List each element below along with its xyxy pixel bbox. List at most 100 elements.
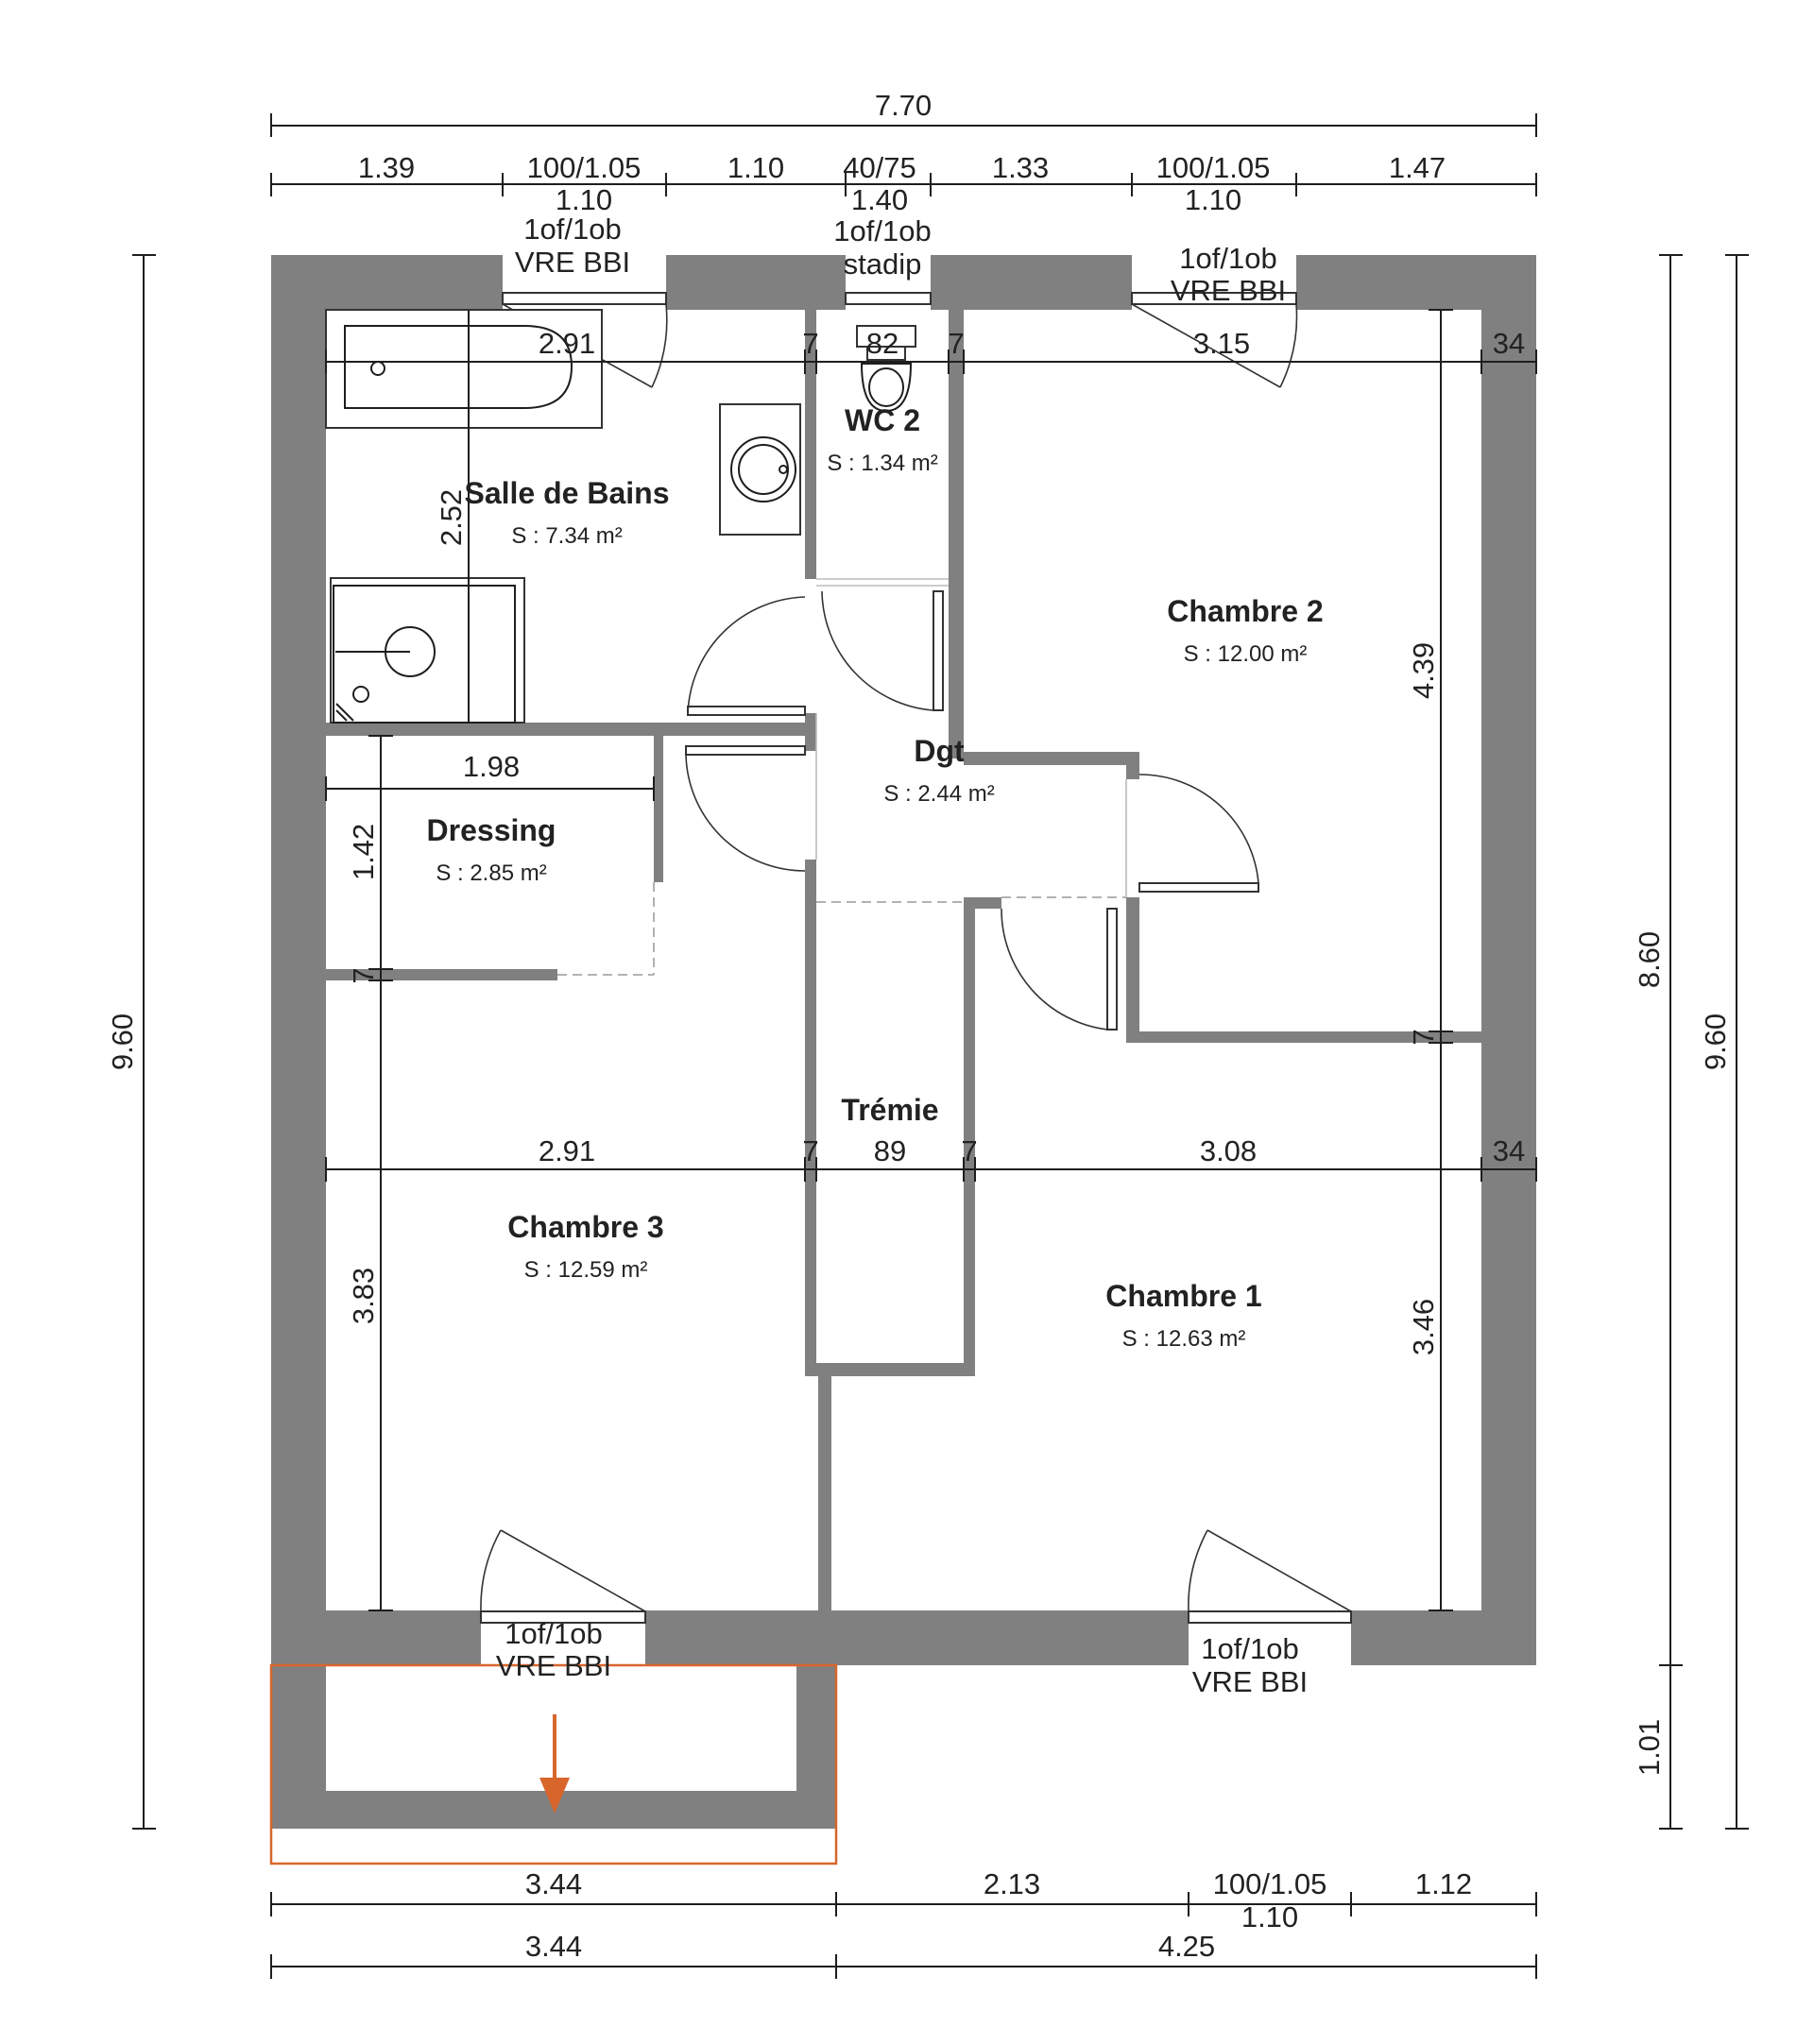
dim-row1-5: 3.15 bbox=[1193, 327, 1250, 360]
dim-right-inner: 8.60 bbox=[1633, 931, 1666, 988]
room-chambre1-name: Chambre 1 bbox=[1105, 1279, 1261, 1313]
wall-ch2-lower-top bbox=[964, 752, 1139, 765]
wall-tremie-bottom bbox=[805, 1363, 975, 1376]
dim-wall-7-right: 7 bbox=[1407, 1029, 1440, 1045]
dim-row1-3: 82 bbox=[866, 327, 898, 360]
dim-bottom-1: 3.44 bbox=[525, 1867, 582, 1900]
wall-left bbox=[271, 255, 326, 1665]
wall-bottom-1 bbox=[271, 1610, 481, 1665]
balcony-outline bbox=[269, 1663, 838, 1865]
dim-row2-5: 3.08 bbox=[1200, 1134, 1257, 1167]
dim-window-height-3: 1.10 bbox=[1185, 183, 1241, 216]
dim-chambre1-height: 3.46 bbox=[1407, 1299, 1440, 1355]
wall-wc-right bbox=[949, 310, 964, 758]
dim-wall-7-left: 7 bbox=[347, 967, 380, 983]
dim-row2-2: 7 bbox=[802, 1134, 818, 1167]
room-tremie-name: Trémie bbox=[841, 1093, 938, 1127]
dim-top-seg-3: 1.10 bbox=[727, 151, 784, 184]
room-dressing-name: Dressing bbox=[427, 813, 556, 847]
wall-dgt-left bbox=[805, 713, 816, 751]
toilet-icon bbox=[856, 325, 916, 413]
dim-row2-1: 2.91 bbox=[539, 1134, 595, 1167]
dim-bottom-window-height: 1.10 bbox=[1241, 1900, 1298, 1933]
window-4-glass: VRE BBI bbox=[496, 1649, 611, 1682]
shower-icon bbox=[330, 577, 525, 724]
wall-ch3-ch1 bbox=[818, 1374, 831, 1610]
window-5-glass: VRE BBI bbox=[1192, 1665, 1308, 1698]
dim-row1-4: 7 bbox=[948, 327, 964, 360]
dim-dressing-width: 1.98 bbox=[463, 750, 520, 783]
wall-bath-bottom bbox=[326, 723, 808, 736]
dim-row2-6: 34 bbox=[1493, 1134, 1525, 1167]
room-chambre1-area: S : 12.63 m² bbox=[1122, 1326, 1246, 1352]
dim-bottom-2: 2.13 bbox=[984, 1867, 1040, 1900]
dim-bottom-total-2: 4.25 bbox=[1158, 1930, 1215, 1963]
arrow-down-icon bbox=[539, 1714, 570, 1814]
wall-ch2-lower-left-2 bbox=[1126, 897, 1139, 1041]
opening-lines bbox=[557, 578, 1127, 976]
room-chambre2-area: S : 12.00 m² bbox=[1184, 641, 1308, 667]
dimension-labels: 7.70 1.39 100/1.05 1.10 40/75 1.33 100/1… bbox=[106, 89, 1732, 1963]
wall-top-3 bbox=[931, 255, 1132, 310]
windows bbox=[480, 292, 1352, 1624]
dim-row1-1: 2.91 bbox=[539, 327, 595, 360]
dim-left-total: 9.60 bbox=[106, 1013, 139, 1070]
room-salle-de-bains-name: Salle de Bains bbox=[465, 476, 670, 510]
window-1-glass: VRE BBI bbox=[515, 246, 630, 279]
room-salle-de-bains-area: S : 7.34 m² bbox=[511, 523, 622, 549]
dim-row2-3: 89 bbox=[874, 1134, 906, 1167]
dim-chambre3-height: 3.83 bbox=[347, 1268, 380, 1324]
room-labels: Salle de Bains S : 7.34 m² WC 2 S : 1.34… bbox=[427, 403, 1324, 1352]
room-dgt-area: S : 2.44 m² bbox=[883, 781, 994, 807]
wall-dgt-left-lower bbox=[805, 860, 816, 902]
dim-dressing-height: 1.42 bbox=[347, 824, 380, 880]
window-5-type: 1of/1ob bbox=[1201, 1632, 1298, 1665]
window-1-type: 1of/1ob bbox=[523, 213, 621, 246]
dim-row1-6: 34 bbox=[1493, 327, 1525, 360]
walls bbox=[271, 255, 1536, 1829]
window-labels: 1of/1ob VRE BBI 1of/1ob stadip 1of/1ob V… bbox=[496, 213, 1308, 1698]
dim-row1-2: 7 bbox=[802, 327, 818, 360]
dim-top-seg-1: 1.39 bbox=[358, 151, 415, 184]
dim-chambre2-height: 4.39 bbox=[1407, 642, 1440, 699]
dim-bottom-4: 1.12 bbox=[1415, 1867, 1472, 1900]
dimension-lines bbox=[132, 113, 1749, 1979]
wall-right bbox=[1481, 255, 1536, 1665]
dim-bottom-3: 100/1.05 bbox=[1213, 1867, 1327, 1900]
wall-tremie-right bbox=[964, 897, 975, 1374]
window-2-type: 1of/1ob bbox=[833, 214, 931, 247]
dim-top-seg-2: 100/1.05 bbox=[527, 151, 642, 184]
dim-right-total: 9.60 bbox=[1699, 1013, 1732, 1070]
wall-bottom-2 bbox=[645, 1610, 1189, 1665]
window-3-glass: VRE BBI bbox=[1171, 274, 1286, 307]
dim-top-seg-4: 40/75 bbox=[843, 151, 916, 184]
wall-top-2 bbox=[666, 255, 846, 310]
room-dgt-name: Dgt bbox=[914, 734, 965, 768]
window-3-type: 1of/1ob bbox=[1179, 242, 1276, 275]
wall-dressing-right bbox=[654, 736, 663, 882]
dim-bath-height: 2.52 bbox=[435, 489, 468, 546]
dim-right-balcony: 1.01 bbox=[1633, 1719, 1666, 1776]
wall-bottom-3 bbox=[1351, 1610, 1536, 1665]
window-2-glass: stadip bbox=[844, 247, 922, 281]
dim-window-height-2: 1.40 bbox=[851, 183, 908, 216]
dim-window-height-1: 1.10 bbox=[556, 183, 612, 216]
dim-top-seg-5: 1.33 bbox=[992, 151, 1049, 184]
dim-top-seg-7: 1.47 bbox=[1389, 151, 1446, 184]
room-chambre3-area: S : 12.59 m² bbox=[524, 1257, 648, 1283]
dim-top-seg-6: 100/1.05 bbox=[1156, 151, 1271, 184]
window-4-type: 1of/1ob bbox=[505, 1617, 602, 1650]
wall-wc-left bbox=[805, 310, 816, 579]
dim-top-total: 7.70 bbox=[875, 89, 932, 122]
fixtures bbox=[325, 309, 916, 724]
room-wc2-area: S : 1.34 m² bbox=[827, 451, 937, 476]
dim-bottom-total-1: 3.44 bbox=[525, 1930, 582, 1963]
room-dressing-area: S : 2.85 m² bbox=[436, 860, 546, 886]
room-wc2-name: WC 2 bbox=[845, 403, 920, 437]
wall-tremie-left bbox=[805, 902, 816, 1374]
room-chambre2-name: Chambre 2 bbox=[1167, 594, 1323, 628]
wall-dressing-bottom bbox=[326, 969, 557, 980]
wall-ch1-top bbox=[1126, 1031, 1481, 1043]
room-chambre3-name: Chambre 3 bbox=[507, 1210, 663, 1244]
